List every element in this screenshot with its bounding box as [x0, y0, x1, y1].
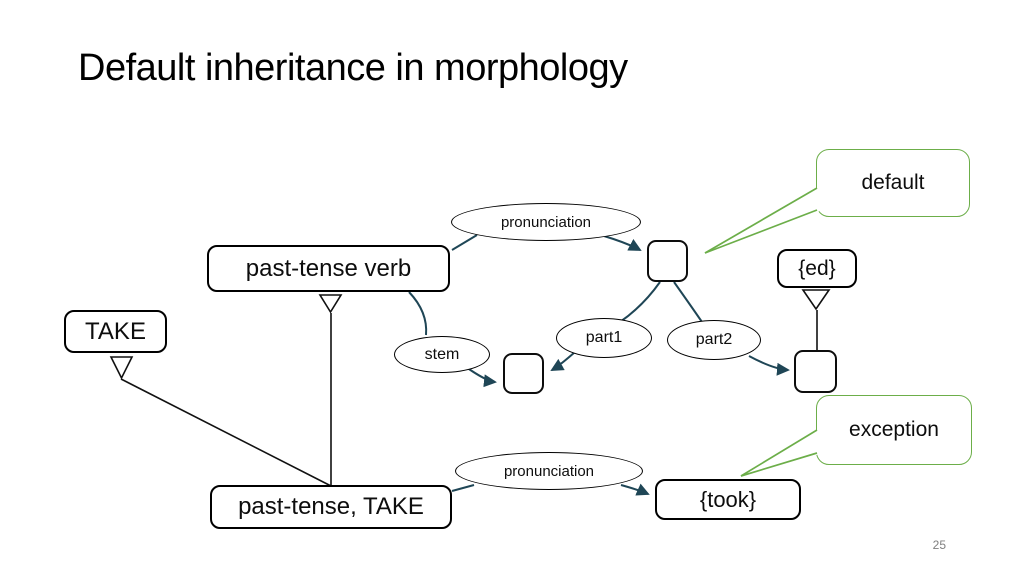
arrow-part1-to-node [550, 351, 576, 371]
ellipse-pronunciation-top-label: pronunciation [500, 213, 592, 231]
value-node-part2 [794, 350, 837, 393]
callout-default-tail [704, 187, 820, 254]
value-node-pronunciation [647, 240, 688, 282]
callout-exception: exception [816, 395, 972, 465]
page-number: 25 [932, 538, 946, 552]
ellipse-pronunciation-bottom-label: pronunciation [503, 462, 595, 480]
callout-exception-label: exception [849, 418, 939, 441]
box-took: {took} [655, 479, 801, 520]
box-took-label: {took} [699, 486, 757, 512]
arrow-pronunciation-to-node [603, 235, 642, 251]
ellipse-stem-label: stem [424, 345, 460, 363]
ellipse-part1: part1 [556, 318, 652, 358]
ellipse-part2-label: part2 [695, 331, 733, 348]
isa-triangle-take [109, 356, 134, 380]
link-pasttenseverb-to-pronunciation [451, 234, 478, 251]
link-take-to-pasttensetake [120, 378, 334, 488]
link-node-to-part1 [619, 281, 661, 323]
link-node-to-part2 [673, 281, 703, 323]
ellipse-part1-label: part1 [585, 329, 623, 346]
ellipse-pronunciation-bottom: pronunciation [455, 452, 643, 490]
callout-default: default [816, 149, 970, 217]
arrow-part2-to-node [748, 355, 790, 376]
callout-exception-tail [740, 429, 820, 477]
box-ed: {ed} [777, 249, 857, 288]
arrow-pronunciation-to-took [620, 483, 650, 496]
link-pasttensetake-to-pronunciation [451, 484, 475, 492]
isa-triangle-pasttenseverb [318, 294, 343, 314]
isa-triangle-ed [801, 289, 831, 311]
box-past-tense-verb-label: past-tense verb [245, 254, 412, 282]
value-node-part1 [503, 353, 544, 394]
slide-title: Default inheritance in morphology [78, 47, 628, 89]
box-past-tense-take: past-tense, TAKE [210, 485, 452, 529]
ellipse-pronunciation-top: pronunciation [451, 203, 641, 241]
callout-default-label: default [861, 171, 925, 194]
box-take: TAKE [64, 310, 167, 353]
box-past-tense-verb: past-tense verb [207, 245, 450, 292]
ellipse-stem: stem [394, 336, 490, 373]
box-take-label: TAKE [85, 317, 146, 345]
ellipse-part2: part2 [667, 320, 761, 360]
box-ed-label: {ed} [798, 256, 836, 280]
link-pasttenseverb-to-stem [408, 291, 428, 336]
box-past-tense-take-label: past-tense, TAKE [238, 493, 424, 520]
